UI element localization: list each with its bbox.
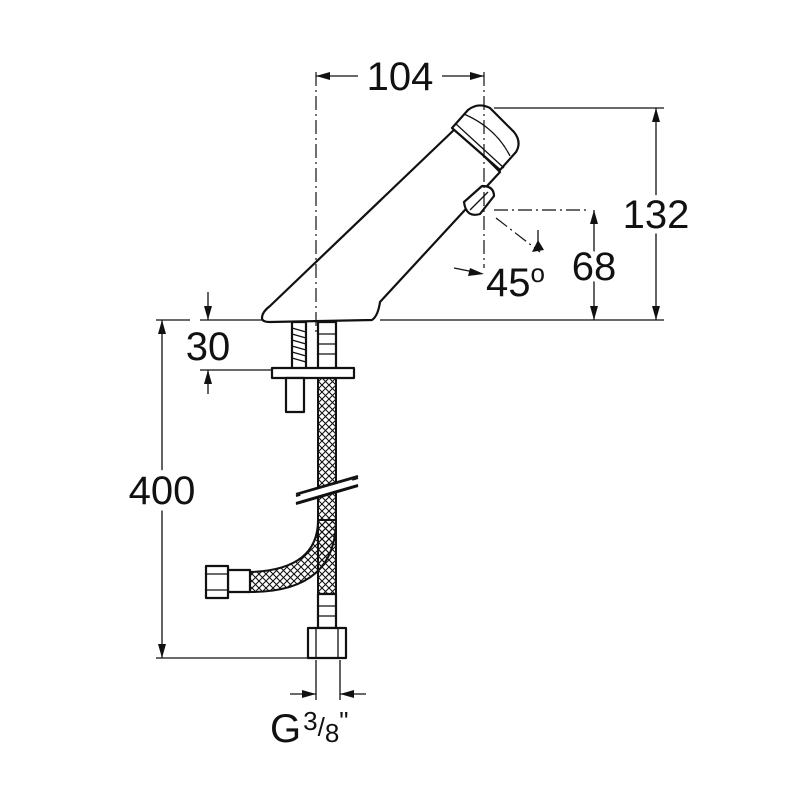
dimension-hose-length: 400 (123, 319, 308, 659)
thread-unit: " (339, 706, 348, 736)
dimension-outlet-height: 68 (567, 210, 621, 320)
flexible-hoses (204, 377, 359, 660)
thread-slash: / (318, 712, 326, 742)
push-button-edge (463, 113, 511, 157)
center-lines (315, 72, 590, 336)
thread-numerator: 3 (303, 706, 317, 736)
hose-fitting-rings (318, 333, 336, 355)
bottom-hose-nut (306, 626, 348, 660)
push-button-seam (455, 123, 505, 169)
thread-denominator: 8 (325, 718, 339, 748)
outlet-angle-label: 45o (486, 258, 545, 305)
outlet-height-label: 68 (572, 245, 617, 289)
side-hose-ferrule (226, 568, 252, 594)
push-button-cap (450, 104, 520, 172)
dimension-deck-thickness: 30 (186, 292, 272, 394)
bottom-hose-ferrule (316, 592, 338, 630)
bottom-ferrule-rings (318, 605, 336, 617)
total-height-label: 132 (623, 193, 690, 237)
side-hose-nut (204, 564, 230, 600)
hose-fitting-upper (316, 320, 338, 372)
dimension-outlet-angle: 45o (453, 230, 545, 305)
hose-length-label: 400 (129, 469, 196, 513)
stud-thread-lines (291, 327, 307, 363)
washer-plate (270, 366, 356, 380)
outlet-angle-centerline (495, 217, 541, 253)
tap-body-outline (260, 126, 502, 324)
outlet-angle-unit: o (531, 258, 545, 288)
side-nut-facets (206, 573, 228, 591)
thread-size-label: G3/8" (270, 706, 349, 751)
thread-prefix: G (270, 707, 301, 751)
spout-reach-label: 104 (367, 55, 434, 99)
dimension-thread-size: G3/8" (270, 660, 366, 751)
tap-body (260, 104, 520, 324)
deck-thickness-label: 30 (186, 325, 231, 369)
dimension-spout-reach: 104 (316, 55, 484, 99)
aerator-detail (469, 191, 489, 211)
fixing-nut (284, 376, 306, 414)
dimension-total-height: 132 (380, 107, 694, 321)
bottom-nut-facets (315, 628, 339, 658)
outlet-angle-value: 45 (486, 261, 531, 305)
mounting-assembly (270, 320, 356, 414)
